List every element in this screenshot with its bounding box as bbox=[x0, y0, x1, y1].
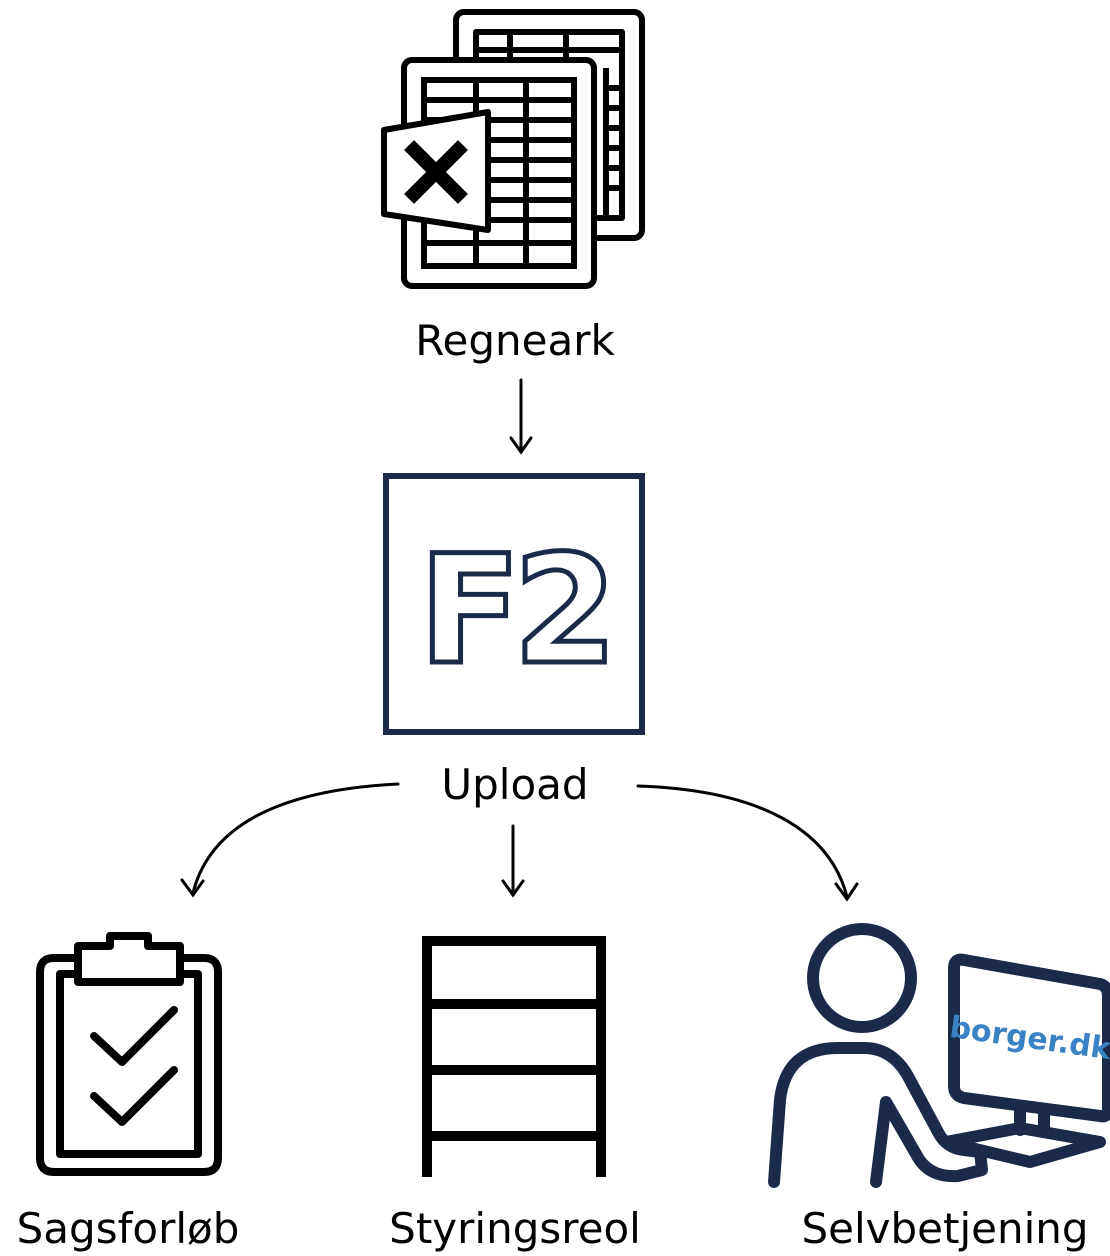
arrowhead-upload-to-sagsforlob bbox=[180, 878, 205, 898]
node-label-upload: Upload bbox=[441, 760, 589, 809]
arrowhead-regneark-to-f2 bbox=[509, 436, 533, 455]
clipboard-checklist-icon bbox=[36, 932, 222, 1176]
arrow-upload-to-sagsforlob bbox=[191, 782, 400, 895]
monitor-frame bbox=[948, 953, 1110, 1123]
node-label-selvbetjening: Selvbetjening bbox=[801, 1204, 1089, 1253]
spreadsheet-excel-icon bbox=[381, 9, 645, 289]
node-label-styringsreol: Styringsreol bbox=[389, 1204, 641, 1253]
f2-logo-text: F2 bbox=[419, 524, 610, 698]
person-head bbox=[807, 923, 917, 1033]
keyboard bbox=[940, 1122, 1106, 1168]
person-computer-icon: borger.dk bbox=[768, 923, 1110, 1188]
f2-logo: F2 bbox=[383, 473, 645, 735]
shelf-icon bbox=[422, 936, 606, 1177]
monitor-screen-text: borger.dk bbox=[948, 1010, 1110, 1067]
person-body bbox=[768, 1042, 988, 1188]
arrowhead-upload-to-styringsreol bbox=[501, 879, 525, 898]
arrow-upload-to-selvbetjening bbox=[636, 784, 849, 899]
node-label-regneark: Regneark bbox=[415, 316, 615, 365]
node-label-sagsforlob: Sagsforløb bbox=[16, 1204, 240, 1253]
arrowhead-upload-to-selvbetjening bbox=[834, 882, 859, 902]
